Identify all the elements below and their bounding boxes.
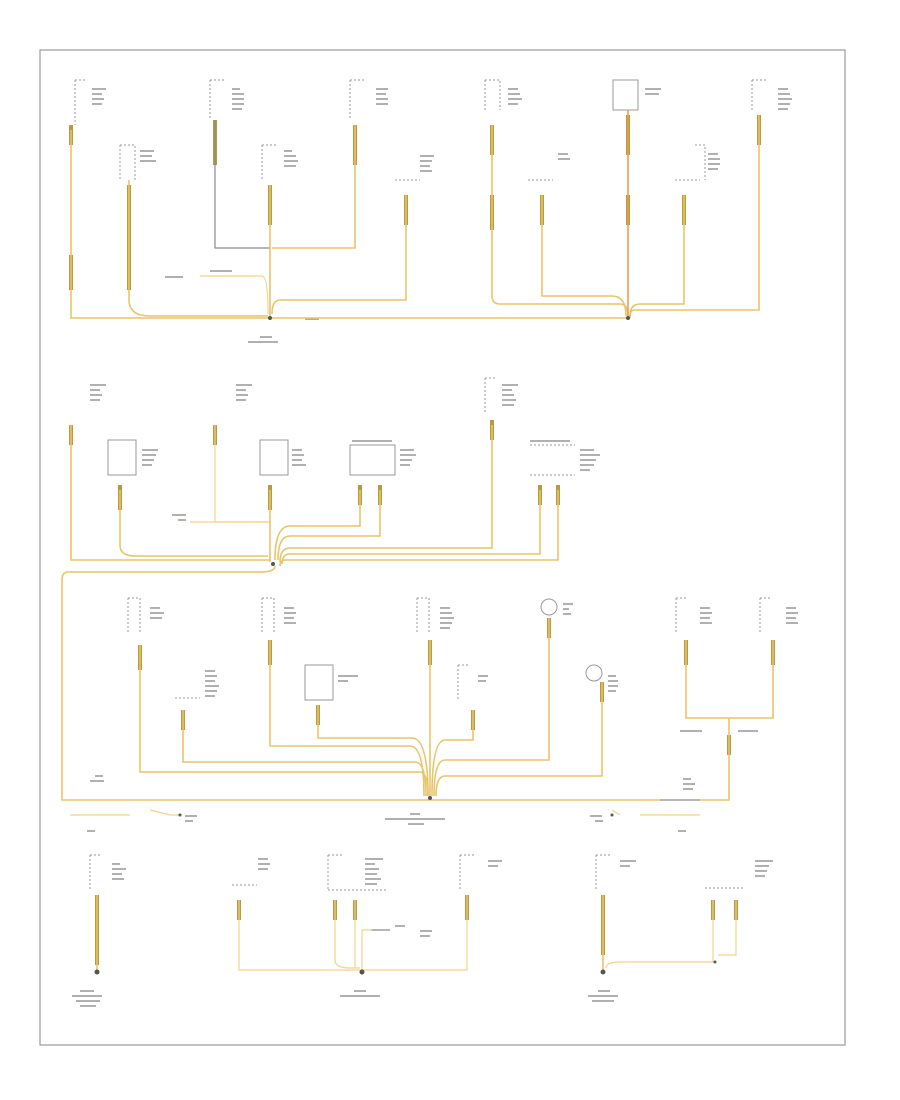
lamp-icon [585, 664, 603, 682]
ground-wire [200, 275, 269, 315]
ground-wire [629, 195, 685, 317]
ground-point-icon [178, 813, 182, 817]
ground-wire [272, 125, 356, 249]
ground-wire [334, 900, 360, 969]
ground-wire [277, 490, 381, 561]
ground-point-icon [94, 969, 100, 975]
ground-wire [718, 900, 737, 956]
ground-wire [433, 618, 550, 797]
component-box-icon [759, 597, 770, 633]
ground-wire [271, 195, 407, 315]
ground-wire [541, 195, 627, 317]
component-box-icon [484, 377, 495, 413]
ground-point-icon [713, 960, 717, 964]
component-box-icon [595, 854, 611, 890]
ground-wire [128, 180, 268, 317]
section-bottom [72, 854, 773, 1007]
component-box-icon [349, 444, 396, 476]
ground-point-icon [600, 969, 606, 975]
ground-wire [700, 718, 730, 801]
component-box-icon [89, 854, 100, 890]
component-box-icon [74, 79, 85, 125]
component-box-icon [675, 597, 686, 633]
diagram-frame [39, 49, 846, 1046]
component-box-icon [107, 439, 137, 476]
label-text-marks [90, 384, 600, 521]
ground-wire [61, 565, 276, 801]
ground-point-icon [428, 796, 432, 800]
component-box-icon [349, 79, 365, 120]
ground-wire [70, 809, 180, 816]
ground-point-icon [610, 813, 614, 817]
component-box-icon [327, 854, 388, 891]
ground-wire [238, 895, 468, 971]
ground-wire [269, 640, 425, 797]
component-box-icon [530, 444, 575, 476]
ground-wire [685, 640, 774, 719]
ground-wire [629, 115, 760, 319]
ground-wire [182, 710, 427, 797]
ground-point-icon [359, 969, 365, 975]
ground-wire [70, 130, 270, 319]
label-text-marks [87, 603, 798, 832]
ground-wire [279, 490, 559, 567]
ground-wire [274, 490, 361, 561]
ground-wire [119, 490, 268, 557]
ground-wire [611, 809, 700, 816]
section-middle-upper [61, 377, 600, 801]
ground-wire [214, 120, 270, 249]
ground-wire [431, 710, 474, 797]
ground-wire [279, 425, 493, 563]
ground-wire [281, 490, 541, 565]
section-top-left [69, 79, 630, 343]
label-text-marks [72, 858, 773, 1007]
label-text-marks [508, 88, 792, 170]
section-middle-lower [70, 597, 798, 832]
ground-wire [361, 929, 372, 975]
component-box-icon [416, 597, 430, 633]
section-top-right [484, 79, 792, 320]
label-text-marks [92, 88, 434, 343]
component-box-icon [612, 79, 639, 111]
ground-wire [491, 125, 629, 317]
component-box-icon [259, 439, 289, 476]
ground-point-icon [626, 316, 630, 320]
component-box-icon [209, 79, 225, 120]
lamp-icon [540, 598, 558, 616]
component-box-icon [304, 664, 334, 701]
component-box-icon [457, 664, 468, 700]
ground-wire [317, 705, 429, 797]
component-box-icon [751, 79, 767, 110]
component-box-icon [675, 144, 706, 181]
component-box-icon [459, 854, 475, 890]
component-box-icon [119, 144, 136, 180]
component-box-icon [127, 597, 141, 633]
ground-point-icon [271, 562, 275, 566]
ground-wire [435, 682, 603, 797]
component-box-icon [484, 79, 501, 110]
ground-wire [70, 425, 270, 561]
component-box-icon [261, 144, 277, 180]
ground-wire [605, 900, 714, 969]
ground-point-icon [268, 316, 272, 320]
component-box-icon [261, 597, 275, 633]
